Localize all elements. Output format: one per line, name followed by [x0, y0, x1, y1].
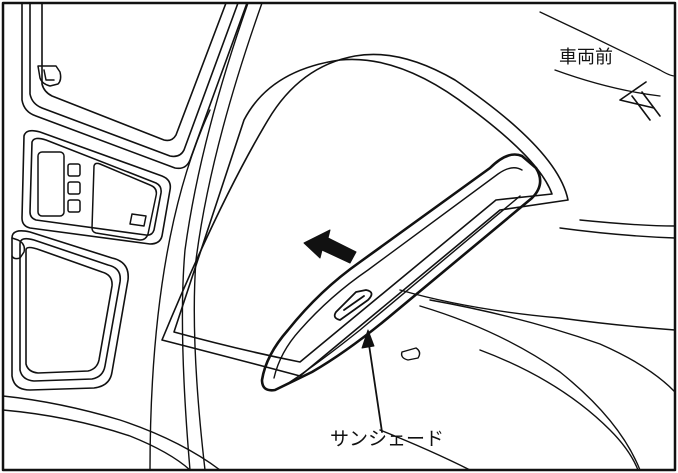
sunshade-leader-line: [361, 329, 383, 433]
rear-headliner: [379, 219, 676, 471]
front-roof-panel: [21, 2, 248, 170]
arrow-icon: [303, 229, 357, 264]
front-clip: [37, 65, 62, 87]
console-buttons: [67, 163, 81, 213]
vehicle-front-label: 車両前: [559, 47, 613, 68]
sunshade-panel: [260, 153, 542, 392]
console-lamp-right: [91, 162, 158, 241]
left-rear-pad: [11, 230, 129, 391]
sunshade-label: サンシェード: [330, 428, 445, 450]
lower-left-curves: [2, 395, 221, 471]
front-direction-icon: [619, 81, 661, 121]
sunroof-opening: [161, 53, 569, 377]
console-lamp-left: [37, 151, 65, 217]
top-right-arc: [539, 11, 676, 97]
sunshade-handle: [333, 289, 373, 321]
overhead-console: [21, 129, 172, 245]
sunshade-inner-line: [273, 167, 523, 383]
left-clip: [11, 237, 26, 260]
rear-clip: [400, 347, 421, 361]
